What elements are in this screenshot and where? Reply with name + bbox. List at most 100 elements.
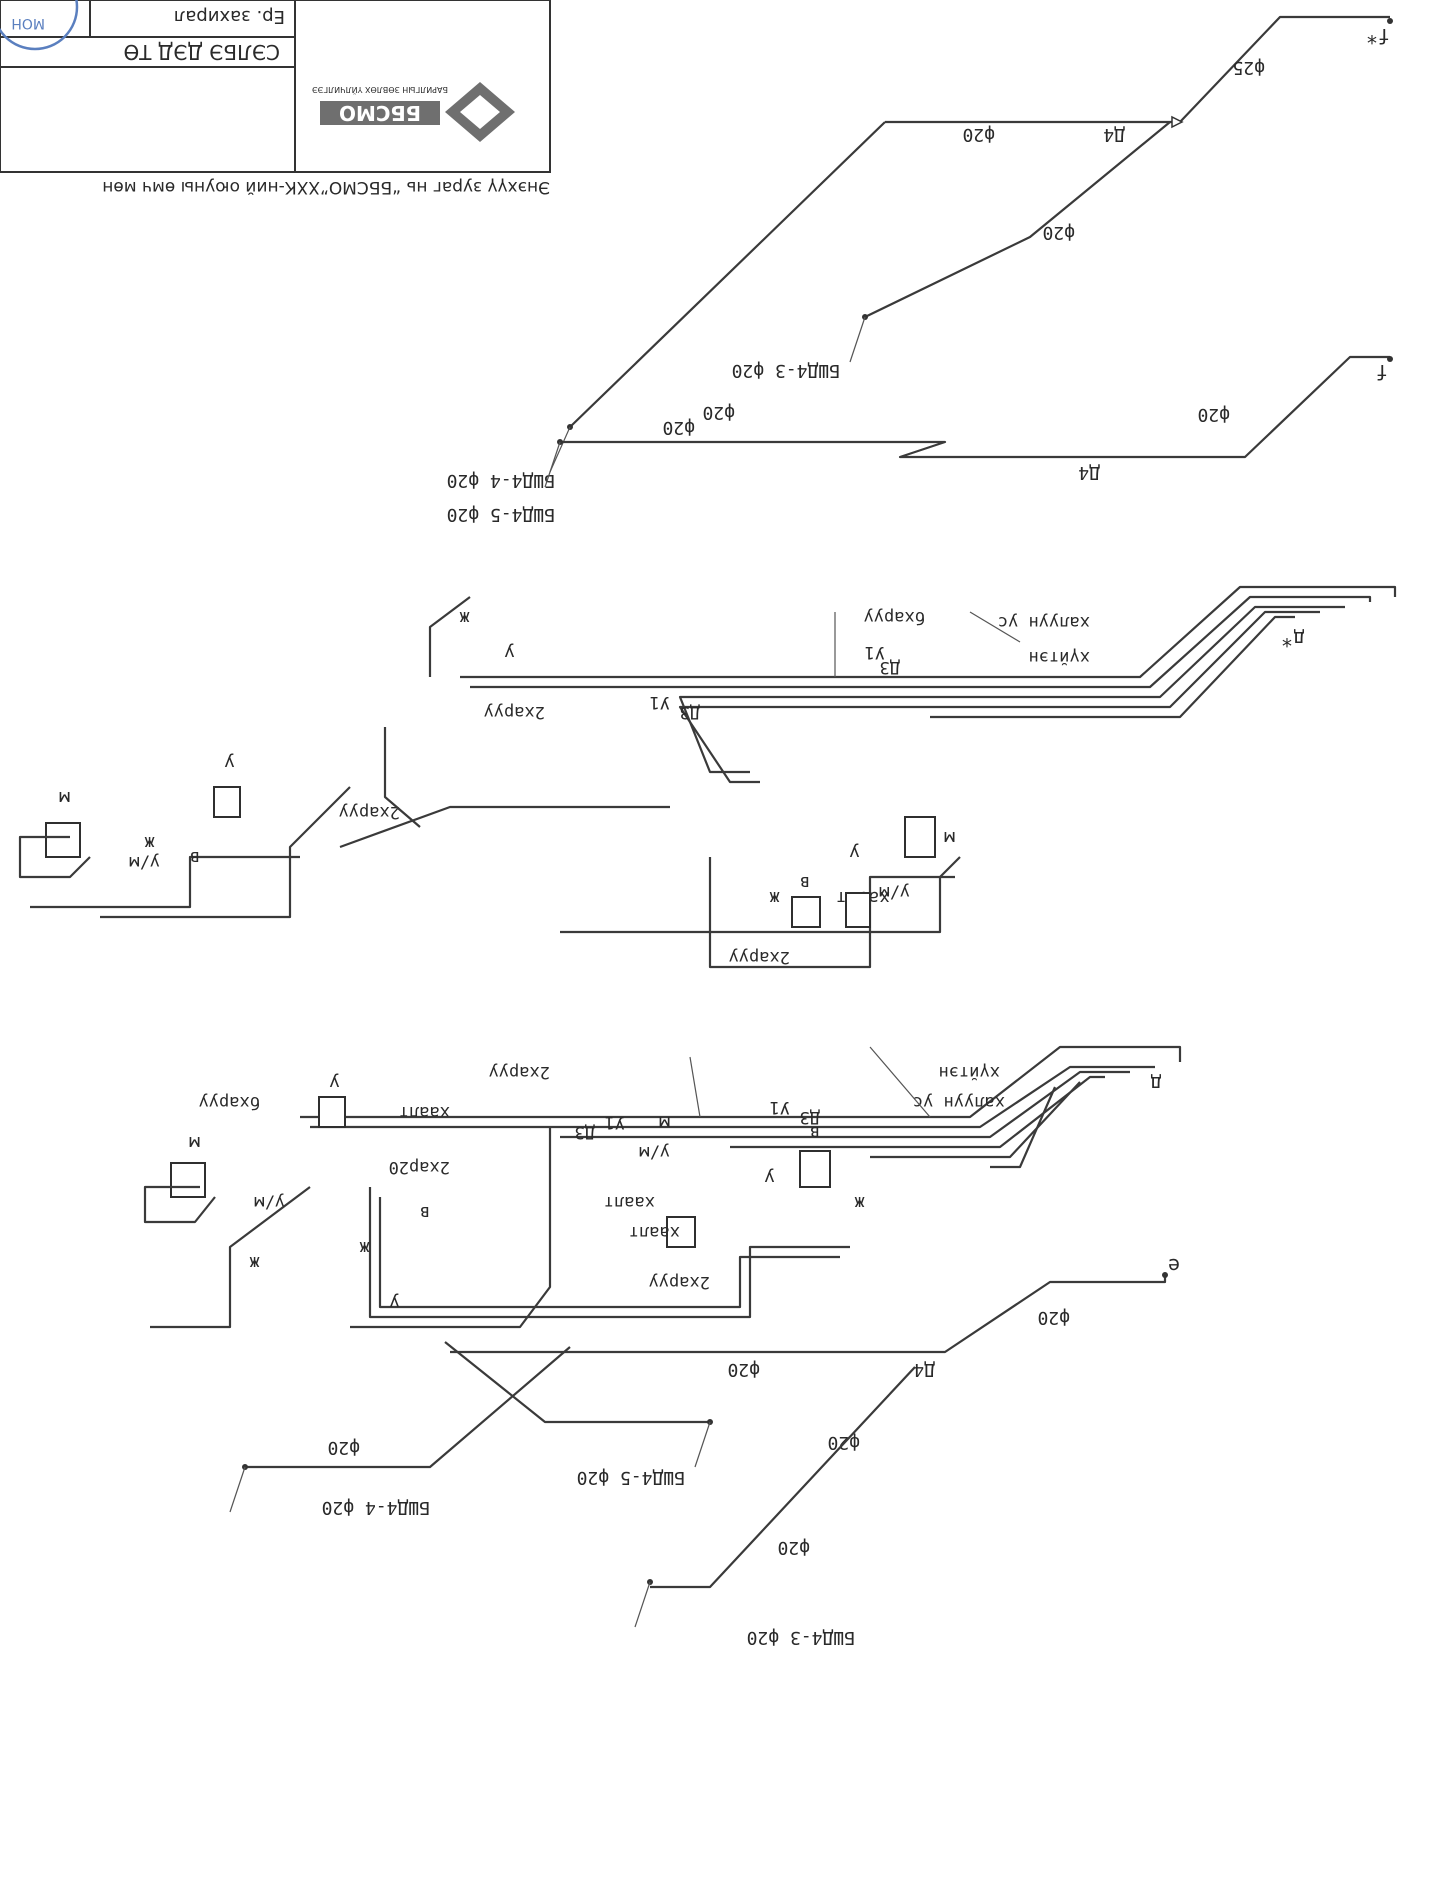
riser-pipe-a: [885, 15, 1390, 124]
sink-fixture-right: [213, 786, 241, 818]
fixture-label-m-right: м: [59, 787, 70, 808]
riser-label-2x20: 2хар20: [389, 1157, 450, 1177]
pipe-label-d20-e: ф20: [1037, 1307, 1070, 1328]
fixture-label-u-right: у: [224, 752, 235, 773]
pipe-label-d4: Д4: [1103, 124, 1125, 145]
stamp-text: МОН: [11, 15, 45, 31]
title-block-frame: [0, 0, 551, 173]
riser-pipe-b: [864, 121, 1171, 318]
pipe-label-d20-e2: ф20: [727, 1359, 760, 1380]
supply-line-lower-3: [560, 1070, 1130, 1139]
fixture-label-v-right: в: [189, 847, 200, 868]
apartment-isometric-lower: халуун ус хүйтэн Д3 У1 У1 Д3 бхаруу д в …: [143, 1045, 1182, 1329]
right-connector: [339, 805, 670, 849]
sink-fixture: [904, 816, 936, 858]
riser-node: [1387, 18, 1393, 24]
leader-hot: [969, 611, 1021, 643]
label-cold-water: хүйтэн: [1029, 647, 1090, 667]
valve-label-bd4-5: БШД4-5 ф20: [447, 504, 555, 525]
node-label-d: д: [1150, 1072, 1162, 1096]
riser-e-down: [650, 1366, 916, 1589]
fixture-label-zh-right: ж: [144, 832, 155, 853]
pipe-label-d3-mid2: Д3: [680, 702, 700, 722]
fixture-label-zh: ж: [769, 887, 780, 908]
lower-fixture-label-zh: ж: [854, 1192, 865, 1213]
valve-label-bd4-3-top: БШД4-3 ф20: [747, 1627, 855, 1648]
riser-label-x-lower: бхаруу: [199, 1092, 260, 1112]
pipe-label-d4-f: Д4: [1078, 462, 1100, 483]
node-label-d-star: д*: [1281, 627, 1305, 651]
riser-label-2x-right: 2харуу: [339, 802, 400, 822]
leader-lower: [869, 1046, 931, 1118]
supply-line-lower-2: [310, 1065, 1155, 1129]
pipe-label-d4-e: Д4: [913, 1359, 935, 1380]
lower-fixture-label-u: у: [764, 1167, 775, 1188]
approver-label: Ер. захирал: [174, 6, 285, 27]
leader-lower-2: [689, 1056, 701, 1118]
supply-line-5: [930, 615, 1295, 719]
riser-pipe-f: [560, 355, 1390, 459]
pipe-label-d20-e3: ф20: [327, 1437, 360, 1458]
right-pipe-2: [30, 855, 300, 909]
fixture-label-m: м: [944, 827, 955, 848]
supply-line-1: [460, 585, 1397, 679]
leader-line-b: [849, 316, 866, 363]
supply-line-lower-1: [300, 1045, 1182, 1119]
org-tagline: БАРИЛГЫН ЗӨВЛӨХ ҮЙЛЧИЛГЭЭ: [312, 85, 448, 96]
fixture-label-um: у/м: [879, 882, 910, 902]
riser-pipe-a-branch: [569, 121, 886, 428]
right-lower-washer: [170, 1162, 206, 1198]
pipe-label-d3-mid: Д3: [880, 657, 900, 677]
center-riser: [350, 1127, 552, 1329]
leader-e-3: [634, 1581, 651, 1628]
fixture-label-u-top: у: [504, 642, 515, 663]
riser-section-upper: е ф20 Д4 ф20 БШД4-4 ф20 ф20 БШД4-5 ф20 ф…: [229, 1254, 1180, 1648]
lower-loop-2: [378, 1197, 840, 1309]
lower-fixture-label-v: в: [809, 1122, 820, 1143]
flow-arrow: [1171, 115, 1184, 129]
riser-e-jog: [444, 1341, 710, 1424]
fixture-label-u: у: [849, 842, 860, 863]
pipe-label-d20: ф20: [962, 124, 995, 145]
supply-line-lower-5: [870, 1081, 1081, 1159]
riser-node-f: [1387, 356, 1393, 362]
lower-label-hutsuur-3: хаалт: [399, 1102, 450, 1122]
lower-label-v-2: в: [419, 1202, 430, 1223]
fixture-label-um-right: у/м: [129, 852, 160, 872]
pipe-label-u1-mid: У1: [865, 642, 885, 662]
riser-e-node: [1162, 1272, 1168, 1278]
pipe-label-d20-b: ф20: [702, 402, 735, 423]
lower-label-hutsuur-2: хаалт: [604, 1192, 655, 1212]
lower-label-hutsuur: хаалт: [629, 1222, 680, 1242]
label-cold-water-lower: хүйтэн: [939, 1062, 1000, 1082]
node-label-f: f: [1376, 360, 1388, 384]
riser-label-2x: 2харуу: [729, 947, 790, 967]
right-lower-sink: [318, 1096, 346, 1128]
logo-wordmark-bar: [320, 101, 440, 125]
lower-riser-2x: 2харуу: [649, 1272, 710, 1292]
right-lower-label-zh: ж: [249, 1252, 260, 1273]
lower-label-m: м: [659, 1112, 670, 1133]
fixture-label-v: в: [799, 872, 810, 893]
ownership-caption: Энэхүү зураг нь “ББСМО”ХХК-ний оюуны өмч…: [102, 177, 550, 197]
right-lower-label-u: у: [329, 1072, 340, 1093]
leader-line-f2: [544, 441, 561, 488]
title-block: ББСМО БАРИЛГЫН ЗӨВЛӨХ ҮЙЛЧИЛГЭЭ СЭЛБЭ ДЭ…: [0, 0, 551, 197]
pipe-label-d20-e5: ф20: [777, 1537, 810, 1558]
valve-label-bd4-3: БШД4-3 ф20: [732, 360, 840, 381]
right-riser: [383, 727, 421, 828]
fixture-branch: [428, 596, 471, 677]
riser-2x-label: 2харуу: [484, 702, 545, 722]
riser-section-lower: f* ф25 Д4 ф20 БШД4-4 ф20 ф20 БШД4-3 ф20 …: [447, 15, 1393, 525]
right-lower-washer-outline: [143, 1185, 216, 1224]
pipe-label-u1-mid2: У1: [650, 692, 670, 712]
right-lower-label-u2: у: [389, 1292, 400, 1313]
stamp-ring: [0, 0, 79, 51]
node-label-f-star: f*: [1366, 24, 1390, 48]
lower-label-zh-2: ж: [359, 1237, 370, 1258]
pipe-label-d25: ф25: [1232, 57, 1265, 78]
lower-loop-1: [368, 1187, 850, 1319]
pipe-label-d20-c: ф20: [1042, 222, 1075, 243]
